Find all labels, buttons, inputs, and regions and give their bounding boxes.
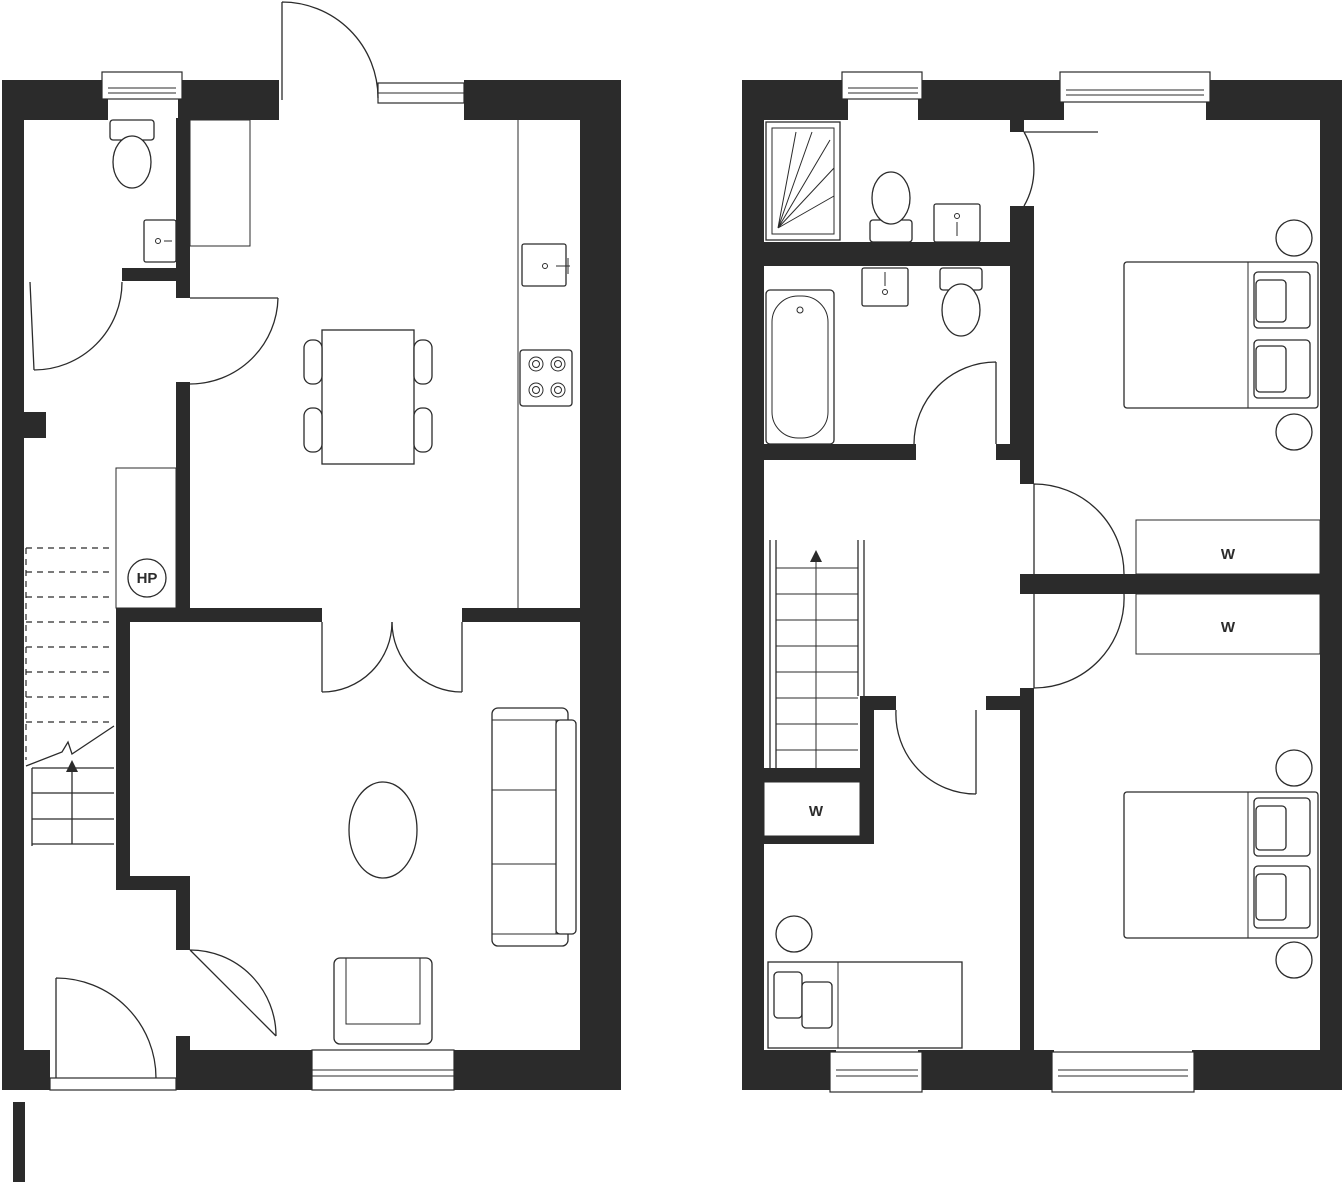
pillow bbox=[1255, 279, 1287, 323]
bedside-table bbox=[775, 915, 813, 953]
shower-tray bbox=[765, 121, 841, 241]
first-floor-internal-walls bbox=[764, 118, 1336, 1050]
kitchen-appliance-unit bbox=[189, 119, 251, 247]
wardrobe-bedroom3 bbox=[763, 781, 861, 837]
window-bedroom2 bbox=[1051, 1051, 1195, 1093]
toilet-bowl bbox=[941, 283, 981, 337]
landing-stair-arrow-icon bbox=[810, 550, 822, 562]
wardrobe-label: W bbox=[809, 803, 824, 820]
heat-pump-label: HP bbox=[137, 570, 158, 587]
toilet-bowl bbox=[871, 171, 911, 225]
first-floor-windows bbox=[829, 71, 1211, 1093]
window-wc bbox=[101, 71, 183, 100]
bath bbox=[765, 289, 835, 445]
heat-pump-circle bbox=[127, 558, 167, 598]
shower-icon bbox=[777, 131, 835, 229]
door-double-right bbox=[391, 621, 463, 693]
pillow bbox=[1255, 805, 1287, 851]
hob bbox=[519, 349, 573, 407]
dining-chair bbox=[303, 407, 323, 453]
lounge bbox=[333, 707, 577, 1045]
sofa bbox=[491, 707, 577, 947]
landing-staircase bbox=[769, 540, 865, 768]
bedside-table bbox=[1275, 941, 1313, 979]
window-hall bbox=[49, 1077, 177, 1091]
window-bedroom3 bbox=[829, 1051, 923, 1093]
pillow bbox=[1255, 345, 1287, 393]
dining-chair bbox=[413, 339, 433, 385]
toilet-bowl bbox=[112, 135, 152, 189]
wardrobe-bedroom1 bbox=[1135, 519, 1321, 575]
dining-chair bbox=[303, 339, 323, 385]
wc-fixtures bbox=[109, 119, 177, 263]
ground-floor-windows bbox=[49, 71, 465, 1091]
ground-floor-doors bbox=[29, 1, 463, 1079]
dining-table bbox=[321, 329, 415, 465]
hp-cupboard bbox=[115, 467, 177, 609]
armchair bbox=[333, 957, 433, 1045]
wardrobe-label: W bbox=[1221, 546, 1236, 563]
door-bedroom3 bbox=[895, 709, 977, 795]
door-bedroom1 bbox=[1033, 483, 1125, 575]
pillow bbox=[773, 971, 803, 1019]
door-ensuite bbox=[1023, 131, 1098, 207]
pillow bbox=[1255, 873, 1287, 921]
door-front bbox=[55, 977, 157, 1079]
door-double-left bbox=[321, 621, 393, 693]
bedroom-2: W bbox=[1123, 593, 1321, 979]
stair-arrow-icon bbox=[66, 760, 78, 772]
window-ensuite bbox=[841, 71, 923, 100]
wardrobe-label: W bbox=[1221, 619, 1236, 636]
bedside-table bbox=[1275, 749, 1313, 787]
ensuite bbox=[765, 121, 981, 243]
staircase bbox=[25, 547, 115, 846]
first-floor: W W W bbox=[742, 71, 1342, 1093]
bathroom bbox=[765, 267, 983, 445]
ground-floor-outer-walls bbox=[2, 80, 621, 1182]
door-bathroom bbox=[913, 361, 997, 445]
window-bedroom1 bbox=[1059, 71, 1211, 103]
bedside-table bbox=[1275, 219, 1313, 257]
wash-basin bbox=[861, 267, 909, 307]
dining-chair bbox=[413, 407, 433, 453]
bedroom-3: W bbox=[763, 781, 963, 1049]
door-hall-kitchen bbox=[189, 297, 279, 385]
ground-floor-internal-walls bbox=[116, 118, 582, 1052]
door-lounge bbox=[189, 949, 277, 1037]
wardrobe-bedroom2 bbox=[1135, 593, 1321, 655]
pillow bbox=[801, 981, 833, 1029]
kitchen-sink bbox=[521, 243, 567, 287]
first-floor-doors bbox=[895, 131, 1125, 795]
door-kitchen-external bbox=[281, 1, 379, 100]
coffee-table bbox=[348, 781, 418, 879]
bedside-table bbox=[1275, 413, 1313, 451]
bedroom-1: W bbox=[1123, 219, 1321, 575]
door-bedroom2 bbox=[1033, 593, 1125, 689]
ground-floor: HP bbox=[2, 1, 621, 1182]
hall: HP bbox=[25, 467, 177, 846]
door-wc bbox=[29, 281, 123, 371]
kitchen bbox=[189, 119, 573, 610]
stair-break-line bbox=[25, 725, 115, 767]
